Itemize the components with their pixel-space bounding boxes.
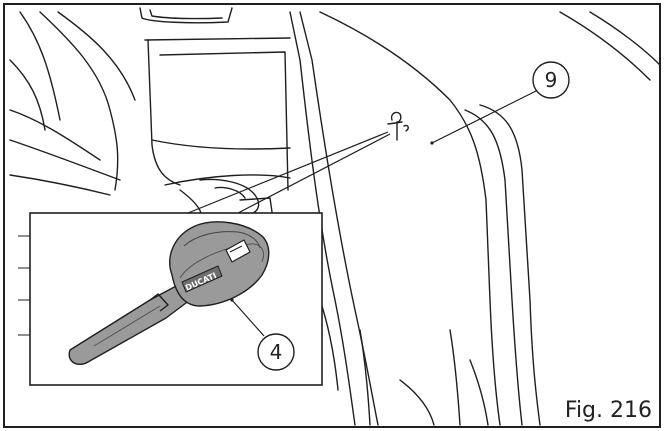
callout-9-leader <box>431 89 539 144</box>
inset-connector-left <box>187 131 389 214</box>
scooter-compartment-lineart <box>9 7 661 426</box>
callout-4-dot <box>230 298 234 302</box>
callout-9-dot <box>430 141 434 145</box>
figure-caption: Fig. 216 <box>564 398 652 423</box>
callout-4-label: 4 <box>270 340 283 364</box>
callout-9-label: 9 <box>545 68 558 92</box>
figure-border <box>3 3 661 428</box>
callout-4: 4 <box>257 333 295 371</box>
callout-9: 9 <box>532 61 570 99</box>
inset-connector-right <box>237 133 391 214</box>
callout-4-leader <box>231 299 265 337</box>
key-detail-inset: DUCATI 4 <box>18 212 323 386</box>
key-icon <box>68 221 270 366</box>
